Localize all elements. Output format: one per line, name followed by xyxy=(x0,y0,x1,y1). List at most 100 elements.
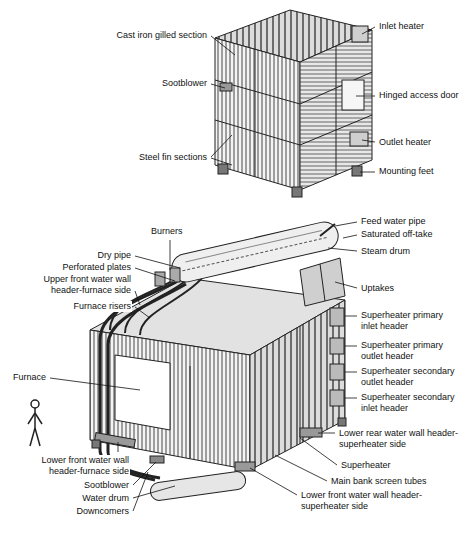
part-label: Steam drum xyxy=(360,246,411,257)
rear-wall-header xyxy=(300,428,322,437)
furnace-opening xyxy=(115,355,170,430)
part-label: Furnace risers xyxy=(72,301,132,312)
water-drum-group xyxy=(149,470,247,501)
leader-line xyxy=(118,442,119,452)
access-door xyxy=(342,80,364,110)
part-label: Steel fin sections xyxy=(138,152,208,163)
boiler-foot xyxy=(92,440,100,448)
part-label: Perforated plates xyxy=(61,262,132,273)
leader-line xyxy=(345,316,357,317)
leader-line xyxy=(300,438,337,465)
sootblower-lower xyxy=(150,456,164,463)
leader-line xyxy=(135,256,180,268)
water-drum xyxy=(149,470,247,501)
part-label: Superheater primary inlet header xyxy=(360,310,462,332)
outlet-heater-box xyxy=(350,132,368,146)
sh-secondary-inlet-header xyxy=(330,390,344,406)
sh-primary-outlet-header xyxy=(330,338,344,354)
part-label: Superheater secondary inlet header xyxy=(360,392,462,414)
uptake-line xyxy=(320,264,325,301)
mounting-foot xyxy=(292,187,302,197)
leader-line xyxy=(343,235,357,238)
part-label: Sootblower xyxy=(161,78,208,89)
part-label: Hinged access door xyxy=(378,90,460,101)
tube-divider xyxy=(300,326,301,444)
leader-line xyxy=(360,172,375,173)
front-wall-header-sh xyxy=(235,462,255,471)
uptake xyxy=(300,258,345,306)
leader-line xyxy=(211,158,232,165)
leader-line xyxy=(335,282,357,288)
leader-line xyxy=(211,36,235,55)
person-figure xyxy=(28,400,42,446)
downcomer xyxy=(108,284,186,478)
part-label: Furnace xyxy=(12,372,47,383)
part-label: Lower front water wall header-furnace si… xyxy=(10,455,130,477)
illustration-part xyxy=(31,400,39,408)
furnace-front-wall xyxy=(90,330,250,470)
panel-line xyxy=(215,80,300,104)
part-label: Main bank screen tubes xyxy=(330,476,428,487)
dry-pipe xyxy=(182,237,328,271)
feed-water-pipe xyxy=(320,224,335,236)
front-wall-header xyxy=(95,433,136,448)
part-label: Superheater primary outlet header xyxy=(360,340,462,362)
leader-line xyxy=(250,468,297,495)
economizer xyxy=(215,10,372,197)
inlet-heater-box xyxy=(352,26,368,42)
leader-line xyxy=(135,307,150,318)
tube-divider xyxy=(190,366,191,458)
part-label: Sootblower xyxy=(83,480,130,491)
leader-line xyxy=(50,378,140,390)
drum-highlight xyxy=(185,230,321,261)
part-label: Lower rear water wall header-superheater… xyxy=(338,428,462,450)
mounting-foot xyxy=(218,164,228,174)
illustration-part xyxy=(34,408,36,428)
leader-line xyxy=(135,291,140,305)
burner xyxy=(155,272,165,286)
leader-line xyxy=(335,222,357,226)
leader-line xyxy=(275,455,327,481)
part-label: Superheater xyxy=(340,460,392,471)
steam-drum-group xyxy=(169,219,341,285)
part-label: Burners xyxy=(150,226,184,237)
part-label: Inlet heater xyxy=(378,21,425,32)
boiler-foot xyxy=(338,418,346,426)
illustration-part xyxy=(28,413,35,424)
part-label: Feed water pipe xyxy=(360,216,427,227)
leader-line xyxy=(133,486,175,498)
leader-line xyxy=(356,96,375,97)
part-label: Upper front water wall header-furnace si… xyxy=(18,274,132,296)
part-label: Uptakes xyxy=(360,283,395,294)
leader-line xyxy=(328,248,357,251)
leader-line xyxy=(135,268,175,281)
illustration-part xyxy=(35,428,40,446)
panel-line xyxy=(336,46,337,175)
leader-line xyxy=(318,433,335,434)
sh-primary-inlet-header xyxy=(330,308,344,326)
part-label: Superheater secondary outlet header xyxy=(360,366,462,388)
illustration-part xyxy=(30,428,35,446)
steam-drum xyxy=(169,219,341,285)
leader-line xyxy=(133,472,148,511)
panel-line xyxy=(215,120,300,145)
leader-line xyxy=(345,346,357,347)
leader-line xyxy=(345,398,357,399)
main-bank-side xyxy=(250,300,345,470)
part-label: Water drum xyxy=(81,493,130,504)
part-label: Cast iron gilled section xyxy=(115,30,208,41)
part-label: Mounting feet xyxy=(378,166,435,177)
sh-secondary-outlet-header xyxy=(330,364,344,380)
part-label: Dry pipe xyxy=(96,250,132,261)
panel-line xyxy=(255,49,256,177)
leader-line xyxy=(211,84,225,88)
economizer-side xyxy=(300,30,372,190)
leader-line xyxy=(345,372,357,373)
part-label: Outlet heater xyxy=(378,137,432,148)
leader-line xyxy=(211,135,232,157)
economizer-front xyxy=(215,38,300,190)
leader-line xyxy=(362,140,375,142)
leader-line xyxy=(362,27,375,34)
part-label: Lower front water wall header-superheate… xyxy=(300,490,462,512)
